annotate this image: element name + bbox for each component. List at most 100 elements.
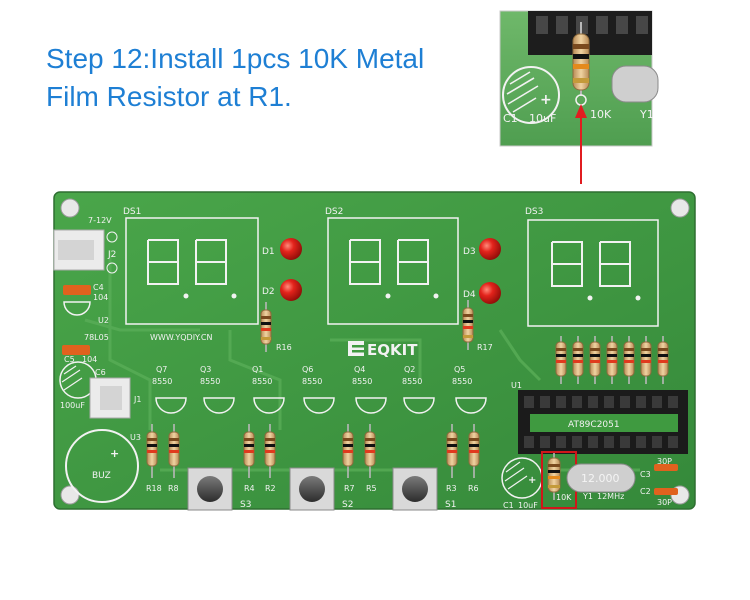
inset-zoom: + C1 10uF 10K Y1 [499, 10, 659, 147]
r6-label: R6 [468, 484, 479, 493]
d1-label: D1 [262, 247, 275, 257]
display-ds3: DS3 [525, 207, 659, 327]
power-connector-j2: 7-12V J2 [53, 216, 118, 274]
pointer-arrow [575, 104, 587, 184]
r7-label: R7 [344, 484, 355, 493]
buzzer-u3: U3 + BUZ [65, 429, 141, 503]
transistor-q5: Q5 8550 [452, 365, 487, 414]
step-heading-line-1: Step 12:Install 1pcs 10K Metal [46, 43, 425, 74]
y1-label: Y1 [582, 492, 593, 501]
transistor-q3: Q3 8550 [200, 365, 235, 414]
inset-y-label: Y1 [639, 108, 654, 121]
r2-label: R2 [265, 484, 276, 493]
u2-label: U2 [98, 316, 109, 325]
d3-label: D3 [463, 247, 476, 257]
resistor-pair-r7-r5: R7 R5 [342, 424, 377, 493]
j2-label: J2 [107, 250, 116, 260]
connector-j1: J1 [89, 377, 141, 419]
c2-value: 30P [657, 498, 672, 507]
brand-logo: EQKIT [348, 341, 418, 359]
inset-cap-label: 10uF [529, 112, 556, 125]
chip-label: AT89C2051 [568, 420, 620, 430]
crystal-label: 12.000 [581, 472, 620, 485]
d4-label: D4 [463, 290, 476, 300]
s1-label: S1 [445, 500, 456, 510]
switch-s1: S1 [392, 467, 456, 511]
q2-ref: Q2 [404, 365, 415, 374]
svg-text:+: + [528, 475, 536, 486]
ds1-label: DS1 [123, 207, 141, 217]
inset-c1-label: C1 [503, 112, 518, 125]
ds2-label: DS2 [325, 207, 343, 217]
inset-res-label: 10K [590, 108, 612, 121]
q7-part: 8550 [152, 377, 172, 386]
transistor-q1: Q1 8550 [252, 365, 285, 414]
resistor-pair-r3-r6: R3 R6 [446, 424, 480, 493]
s2-label: S2 [342, 500, 353, 510]
c1-value: 10uF [518, 501, 538, 510]
c5-label: C5 [64, 355, 75, 364]
resistor-r17: R17 [462, 300, 493, 352]
r4-label: R4 [244, 484, 255, 493]
r16-label: R16 [276, 343, 292, 352]
q4-ref: Q4 [354, 365, 365, 374]
step-heading: Step 12:Install 1pcs 10K Metal Film Resi… [46, 40, 486, 116]
cap-c4: C4 104 [63, 283, 108, 302]
u1-label: U1 [511, 381, 522, 390]
r17-label: R17 [477, 343, 493, 352]
cap-c3: 30P C3 [640, 457, 678, 479]
transistor-row: Q7 8550 Q3 8550 Q1 8550 Q6 8550 Q4 8550 … [152, 365, 487, 414]
q7-ref: Q7 [156, 365, 167, 374]
j1-label: J1 [133, 395, 141, 404]
r3-label: R3 [446, 484, 457, 493]
q3-ref: Q3 [200, 365, 211, 374]
cap-c5: C5 104 [62, 345, 97, 364]
s3-label: S3 [240, 500, 251, 510]
resistor-r16: R16 [260, 302, 292, 352]
c3-label: C3 [640, 470, 651, 479]
transistor-q2: Q2 8550 [402, 365, 435, 414]
resistors-installed: R16 R17 [146, 300, 669, 493]
q5-part: 8550 [452, 377, 472, 386]
switch-s3: S3 [187, 467, 251, 511]
led-d4: D4 [463, 282, 501, 304]
r8-label: R8 [168, 484, 179, 493]
r18-label: R18 [146, 484, 162, 493]
step-heading-line-2: Film Resistor at R1. [46, 81, 292, 112]
regulator-u2: U2 78L05 [63, 301, 109, 342]
led-d2: D2 [262, 279, 302, 301]
c4-value: 104 [93, 293, 108, 302]
crystal-y1: 12.000 Y1 12MHz [566, 463, 636, 501]
display-ds1: DS1 WWW.YQDIY.CN [123, 207, 259, 342]
q5-ref: Q5 [454, 365, 465, 374]
transistor-q6: Q6 8550 [302, 365, 335, 414]
resistor-bank [555, 336, 669, 384]
svg-text:+: + [540, 92, 552, 108]
c2-label: C2 [640, 487, 651, 496]
transistor-q4: Q4 8550 [352, 365, 387, 414]
resistor-pair-r18-r8: R18 R8 [146, 424, 180, 493]
svg-text:+: + [110, 447, 119, 460]
cap-c2: C2 30P [640, 487, 678, 507]
website-label: WWW.YQDIY.CN [150, 333, 212, 342]
ds3-label: DS3 [525, 207, 543, 217]
brand-text: EQKIT [367, 341, 418, 359]
c1-label: C1 [503, 501, 514, 510]
led-d3: D3 [463, 238, 501, 260]
r5-label: R5 [366, 484, 377, 493]
ic-socket-u1: U1 AT89C2051 [511, 381, 688, 454]
q1-ref: Q1 [252, 365, 263, 374]
c3-value: 30P [657, 457, 672, 466]
led-d1: D1 [262, 238, 302, 260]
c4-label: C4 [93, 283, 104, 292]
resistor-pair-r4-r2: R4 R2 [243, 424, 276, 493]
u2-value: 78L05 [84, 333, 109, 342]
power-label: 7-12V [88, 216, 112, 225]
u3-label: U3 [130, 433, 141, 442]
transistor-q7: Q7 8550 [152, 365, 187, 414]
resistor-r1-installed: 10K [547, 452, 572, 502]
c6-label: C6 [95, 368, 106, 377]
switch-s2: S2 [289, 467, 353, 511]
c6-value: 100uF [60, 401, 85, 410]
q6-ref: Q6 [302, 365, 313, 374]
